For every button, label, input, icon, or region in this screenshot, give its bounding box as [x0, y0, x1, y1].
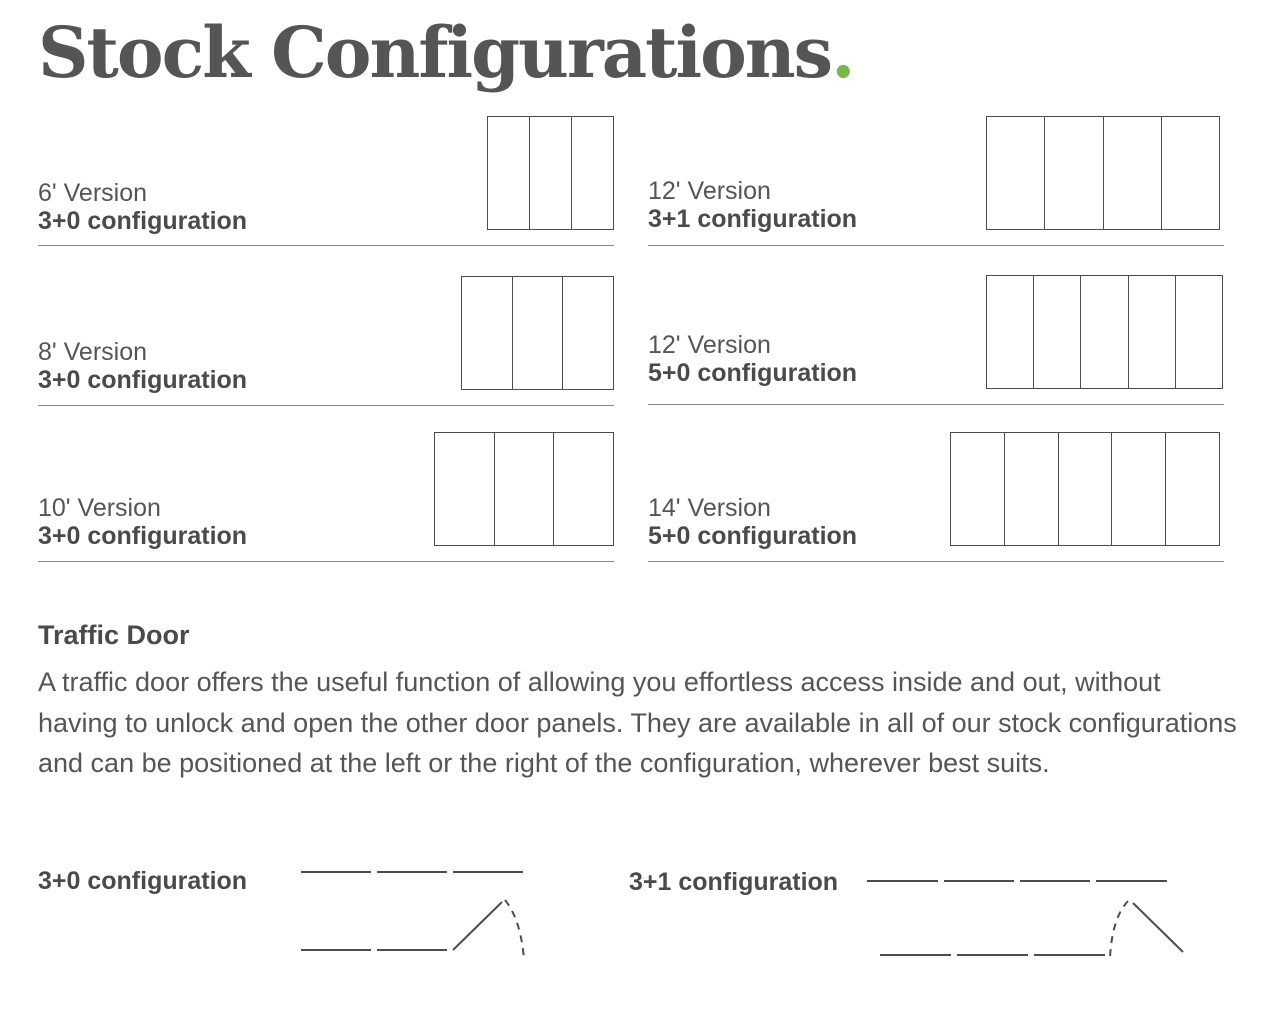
door-panel	[553, 433, 613, 545]
door-panel	[562, 277, 613, 389]
title-text: Stock Configurations	[38, 11, 833, 94]
config-type: 3+0 configuration	[38, 207, 248, 235]
plan-label-3plus1: 3+1 configuration	[629, 868, 839, 896]
door-panel	[493, 433, 554, 545]
config-version: 6' Version	[38, 179, 148, 207]
door-panel	[511, 277, 563, 389]
door-panel	[1102, 117, 1161, 229]
divider	[38, 245, 614, 246]
door-panel	[951, 433, 1004, 545]
divider	[648, 404, 1224, 405]
panel-diagram	[950, 432, 1220, 546]
door-panel	[1003, 433, 1058, 545]
panel-diagram	[434, 432, 614, 546]
config-cell-8ft: 8' Version 3+0 configuration	[38, 276, 614, 406]
door-panel	[1111, 433, 1165, 545]
config-version: 8' Version	[38, 338, 148, 366]
config-type: 3+1 configuration	[648, 205, 858, 233]
config-cell-6ft: 6' Version 3+0 configuration	[38, 116, 614, 246]
door-panel	[987, 276, 1033, 388]
door-panel	[529, 117, 571, 229]
panel-diagram	[461, 276, 614, 390]
divider	[38, 405, 614, 406]
config-type: 5+0 configuration	[648, 522, 858, 550]
door-swing-arc	[1109, 900, 1129, 959]
door-swing-arc	[504, 899, 525, 961]
config-cell-14ft: 14' Version 5+0 configuration	[648, 432, 1224, 562]
traffic-door-leaf	[452, 901, 503, 951]
door-panel	[435, 433, 494, 545]
door-panel	[1057, 433, 1112, 545]
door-panel	[571, 117, 613, 229]
divider	[648, 561, 1224, 562]
door-panel	[1165, 433, 1219, 545]
title-dot: .	[831, 11, 855, 94]
config-type: 5+0 configuration	[648, 359, 858, 387]
page-title: Stock Configurations.	[38, 18, 855, 88]
config-version: 14' Version	[648, 494, 771, 522]
config-cell-12ft-3plus1: 12' Version 3+1 configuration	[648, 116, 1224, 246]
config-version: 12' Version	[648, 331, 771, 359]
door-panel	[1160, 117, 1219, 229]
plan-diagram-3plus1	[867, 880, 1184, 959]
door-panel	[987, 117, 1044, 229]
door-panel	[488, 117, 529, 229]
config-version: 10' Version	[38, 494, 161, 522]
door-panel	[1127, 276, 1175, 388]
config-cell-12ft-5plus0: 12' Version 5+0 configuration	[648, 275, 1224, 405]
config-type: 3+0 configuration	[38, 366, 248, 394]
panel-diagram	[986, 275, 1223, 389]
plan-diagram-3plus0	[301, 871, 525, 961]
panel-diagram	[986, 116, 1220, 230]
door-panel	[1044, 117, 1102, 229]
door-panel	[1080, 276, 1127, 388]
traffic-door-description: A traffic door offers the useful functio…	[38, 667, 1237, 778]
config-version: 12' Version	[648, 177, 771, 205]
config-cell-10ft: 10' Version 3+0 configuration	[38, 432, 614, 562]
divider	[38, 561, 614, 562]
plan-label-3plus0: 3+0 configuration	[38, 867, 248, 895]
door-panel	[1033, 276, 1080, 388]
traffic-door-heading: Traffic Door	[38, 620, 190, 650]
door-panel	[462, 277, 512, 389]
config-type: 3+0 configuration	[38, 522, 248, 550]
door-panel	[1174, 276, 1222, 388]
traffic-door-leaf	[1132, 902, 1184, 953]
divider	[648, 245, 1224, 246]
panel-diagram	[487, 116, 614, 230]
